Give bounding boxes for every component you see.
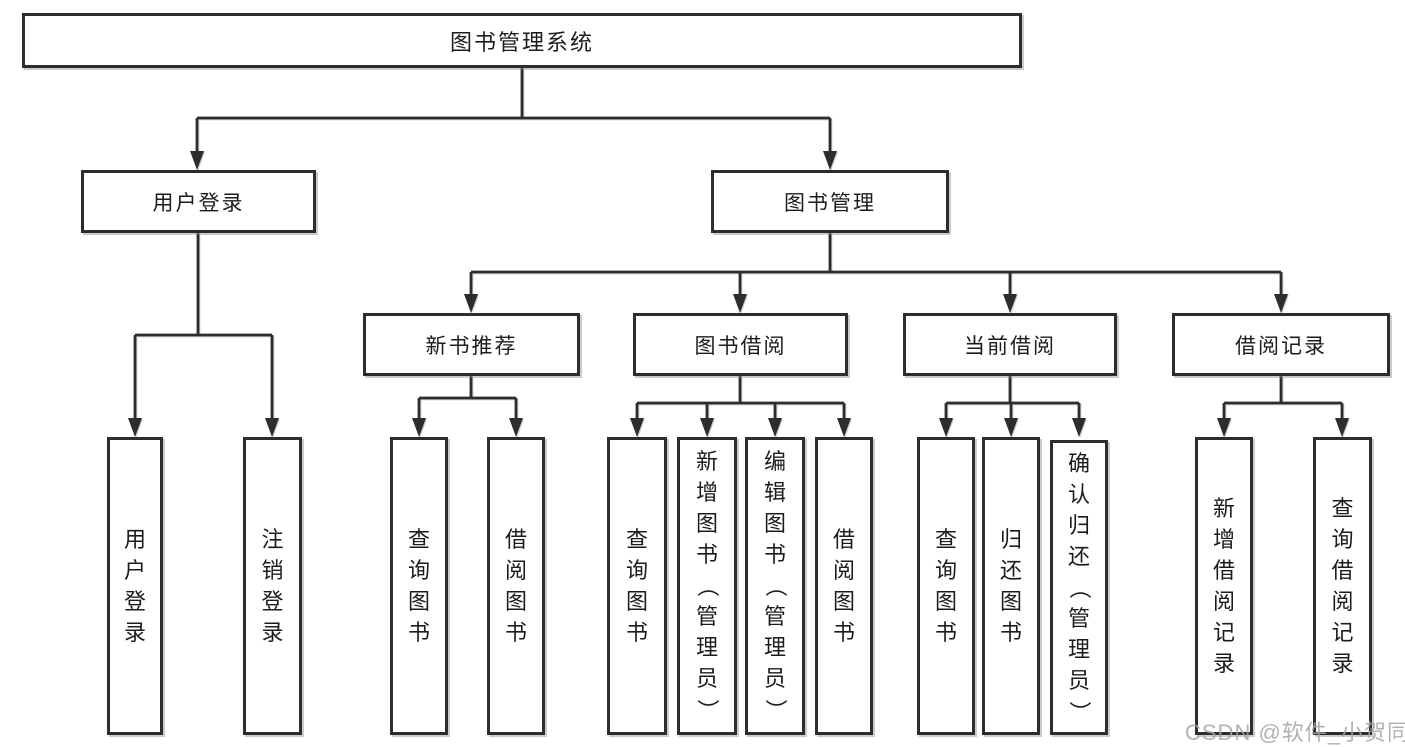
node-add-borrow-record: 新增借阅记录 — [1195, 437, 1253, 735]
node-label: 借阅图书 — [504, 526, 527, 645]
node-book-management: 图书管理 — [711, 170, 949, 233]
node-query-borrow-record: 查询借阅记录 — [1313, 437, 1372, 735]
node-label: 新增借阅记录 — [1212, 495, 1235, 676]
node-label: 借阅记录 — [1235, 334, 1327, 358]
node-label: 编辑图书（管理员） — [762, 449, 788, 722]
node-label: 查询图书 — [934, 526, 957, 645]
node-user-login: 用户登录 — [81, 170, 316, 233]
node-label: 图书借阅 — [694, 334, 787, 358]
node-query-books-recommend: 查询图书 — [390, 437, 448, 735]
node-label: 用户登录 — [152, 191, 245, 215]
node-borrowing-records: 借阅记录 — [1172, 313, 1390, 376]
node-label: 当前借阅 — [964, 334, 1056, 358]
node-logout: 注销登录 — [243, 437, 302, 735]
node-edit-books-admin: 编辑图书（管理员） — [745, 437, 805, 735]
node-label: 查询图书 — [407, 526, 430, 645]
node-query-books-current: 查询图书 — [917, 437, 975, 735]
node-label: 归还图书 — [999, 526, 1022, 645]
node-return-books: 归还图书 — [982, 437, 1040, 735]
node-new-book-recommendation: 新书推荐 — [363, 313, 580, 376]
node-label: 查询图书 — [625, 526, 648, 645]
node-label: 新书推荐 — [425, 334, 518, 358]
node-label: 确认归还（管理员） — [1066, 450, 1092, 723]
node-borrow-books: 借阅图书 — [815, 437, 873, 735]
node-label: 图书管理系统 — [449, 29, 594, 55]
node-confirm-return-admin: 确认归还（管理员） — [1050, 440, 1108, 735]
node-label: 注销登录 — [261, 526, 284, 645]
node-label: 用户登录 — [123, 526, 146, 645]
csdn-watermark: CSDN @软件_小贺同学 — [1185, 720, 1405, 745]
node-book-borrowing: 图书借阅 — [633, 313, 848, 376]
node-current-borrowing: 当前借阅 — [903, 313, 1117, 376]
node-user-login-action: 用户登录 — [107, 437, 163, 735]
node-label: 借阅图书 — [832, 526, 855, 645]
node-label: 新增图书（管理员） — [694, 449, 720, 722]
node-label: 查询借阅记录 — [1331, 495, 1354, 676]
node-library-management-system: 图书管理系统 — [22, 13, 1022, 68]
node-add-books-admin: 新增图书（管理员） — [677, 437, 737, 735]
node-query-books-borrowing: 查询图书 — [607, 437, 667, 735]
node-borrow-books-recommend: 借阅图书 — [487, 437, 545, 735]
node-label: 图书管理 — [784, 191, 876, 215]
